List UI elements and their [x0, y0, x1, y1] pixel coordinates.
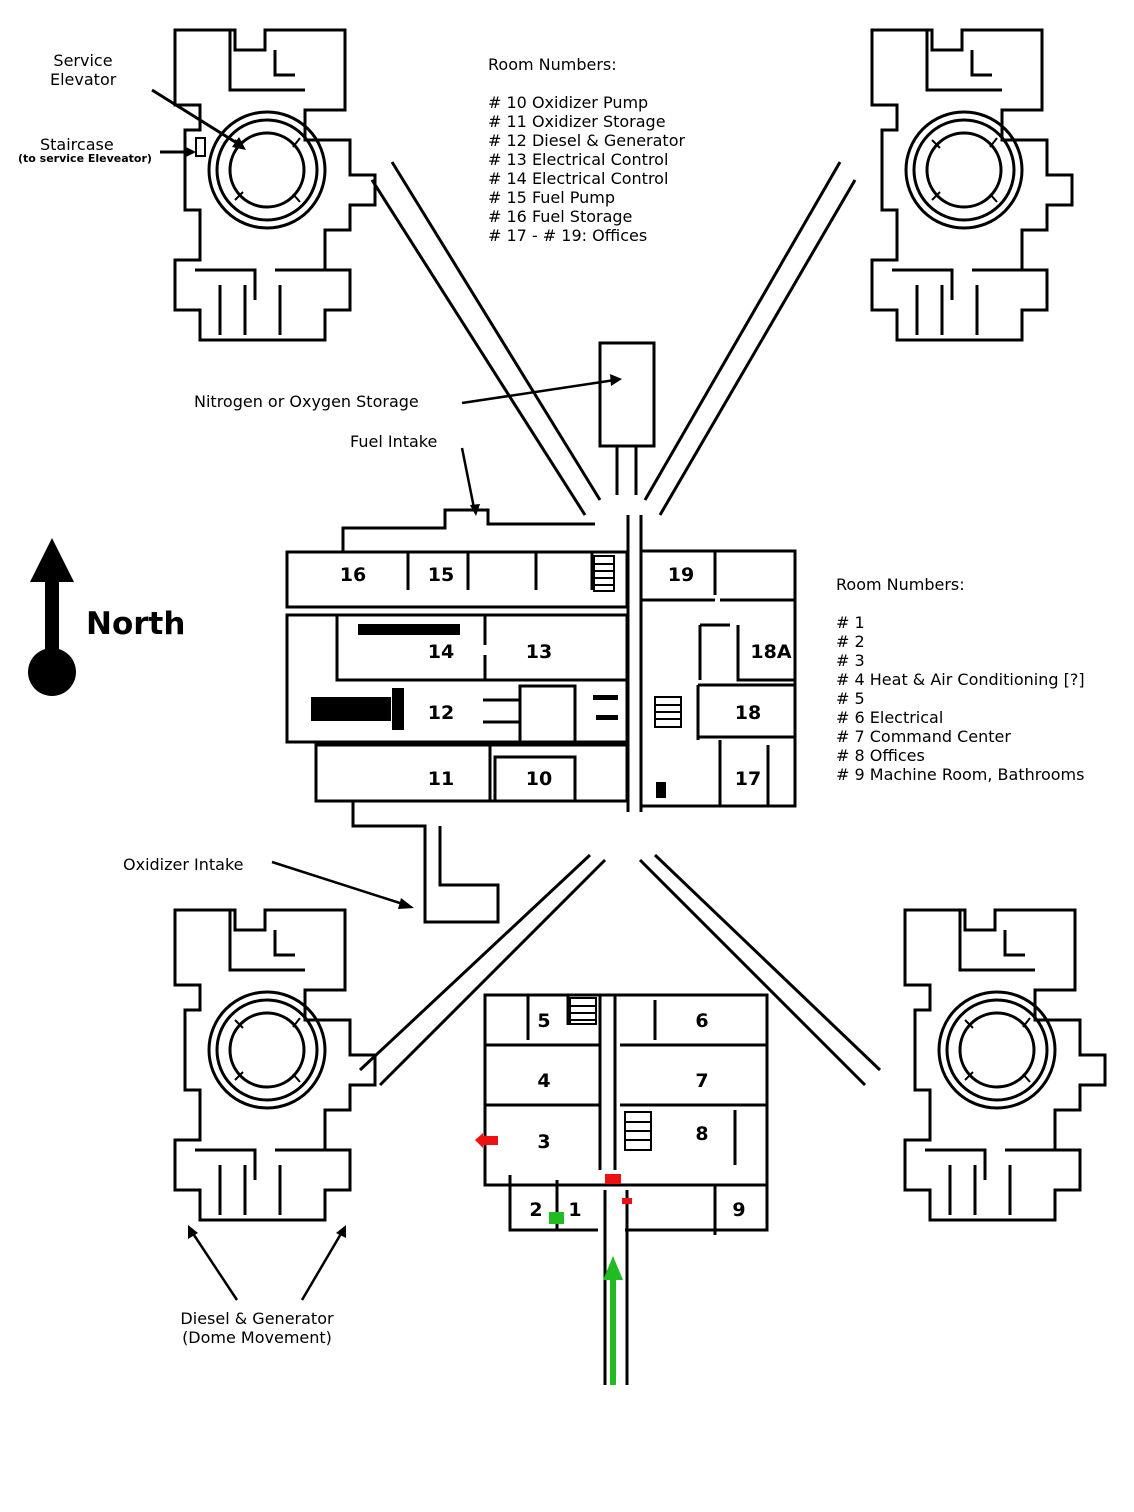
legend-top: Room Numbers: # 10 Oxidizer Pump # 11 Ox…	[488, 55, 685, 245]
staircase-icon	[195, 137, 206, 157]
room-5: 5	[537, 1010, 551, 1032]
fuel-intake-label: Fuel Intake	[350, 432, 438, 451]
service-elevator-line2: Elevator	[50, 70, 117, 89]
annotation-arrows	[151, 88, 622, 1301]
tunnel-southeast	[638, 853, 882, 1087]
room-1: 1	[568, 1199, 582, 1221]
legend-item: # 3	[836, 651, 865, 670]
red-marker-large	[605, 1174, 621, 1184]
legend-item: # 10 Oxidizer Pump	[488, 93, 649, 112]
north-arrow-icon	[28, 538, 76, 696]
central-building	[285, 508, 629, 924]
legend-item: # 17 - # 19: Offices	[488, 226, 648, 245]
room-8: 8	[695, 1123, 709, 1145]
room-6: 6	[695, 1010, 709, 1032]
room-10: 10	[525, 768, 553, 790]
oxidizer-intake-label: Oxidizer Intake	[123, 855, 244, 874]
staircase-label: Staircase	[40, 135, 114, 154]
diesel-generator-label: Diesel & Generator (Dome Movement)	[170, 1309, 344, 1347]
tunnel-southwest	[358, 853, 607, 1087]
room-14: 14	[427, 641, 455, 663]
legend-item: # 7 Command Center	[836, 727, 1011, 746]
east-wing	[639, 549, 797, 808]
entry-path	[549, 1212, 623, 1385]
room-12: 12	[427, 702, 455, 724]
silo-northwest	[173, 28, 377, 342]
legend-item: # 2	[836, 632, 865, 651]
legend-item: # 6 Electrical	[836, 708, 944, 727]
legend-item: # 14 Electrical Control	[488, 169, 669, 188]
legend-right-heading: Room Numbers:	[836, 575, 965, 594]
silo-southeast	[903, 908, 1107, 1222]
exit-arrow-icon	[475, 1133, 498, 1148]
legend-item: # 15 Fuel Pump	[488, 188, 616, 207]
staircase-sublabel: (to service Eleveator)	[18, 152, 152, 165]
nitrogen-storage-label: Nitrogen or Oxygen Storage	[194, 392, 419, 411]
tunnel-northwest	[370, 161, 602, 516]
legend-item: # 16 Fuel Storage	[488, 207, 633, 226]
core-central-corridor	[626, 515, 643, 812]
room-13: 13	[525, 641, 553, 663]
room-17: 17	[734, 768, 762, 790]
entry-arrow-icon	[603, 1256, 623, 1280]
silo-southwest	[173, 908, 377, 1222]
south-control-center	[483, 993, 769, 1385]
room-18: 18	[734, 702, 762, 724]
room-16: 16	[339, 564, 367, 586]
nitrogen-oxygen-storage-room	[598, 341, 656, 495]
legend-item: # 1	[836, 613, 865, 632]
room-15: 15	[427, 564, 455, 586]
legend-item: # 11 Oxidizer Storage	[488, 112, 666, 131]
legend-right: Room Numbers: # 1 # 2 # 3 # 4 Heat & Air…	[836, 575, 1085, 784]
room-2: 2	[529, 1199, 543, 1221]
room-18a: 18A	[750, 641, 792, 663]
legend-item: # 12 Diesel & Generator	[488, 131, 686, 150]
room-7: 7	[695, 1070, 709, 1092]
room-9: 9	[732, 1199, 746, 1221]
tunnel-northeast	[643, 161, 857, 516]
room-11: 11	[427, 768, 455, 790]
silo-northeast	[870, 28, 1074, 342]
north-label: North	[86, 606, 186, 642]
green-marker	[549, 1212, 564, 1224]
legend-item: # 4 Heat & Air Conditioning [?]	[836, 670, 1085, 689]
service-elevator-line1: Service	[53, 51, 113, 70]
red-marker-small	[622, 1198, 632, 1204]
room-3: 3	[537, 1131, 551, 1153]
service-elevator-label: Service Elevator	[50, 51, 116, 89]
legend-item: # 8 Offices	[836, 746, 925, 765]
room-4: 4	[537, 1070, 551, 1092]
legend-item: # 9 Machine Room, Bathrooms	[836, 765, 1085, 784]
legend-top-heading: Room Numbers:	[488, 55, 617, 74]
diesel-line2: (Dome Movement)	[182, 1328, 332, 1347]
legend-item: # 5	[836, 689, 865, 708]
diesel-line1: Diesel & Generator	[180, 1309, 334, 1328]
room-19: 19	[667, 564, 695, 586]
legend-item: # 13 Electrical Control	[488, 150, 669, 169]
